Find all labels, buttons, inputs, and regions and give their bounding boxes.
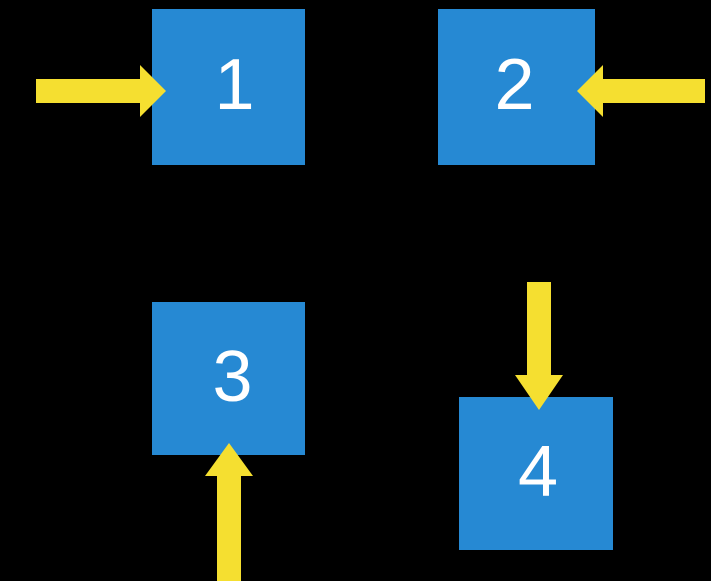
node-label-4: 4 [517, 431, 559, 512]
arrow-up-into-node-3 [205, 443, 253, 581]
node-box-1[interactable]: 1 [152, 9, 305, 165]
node-box-2[interactable]: 2 [438, 9, 595, 165]
node-label-1: 1 [214, 45, 255, 125]
node-box-3[interactable]: 3 [152, 302, 305, 455]
node-label-3: 3 [212, 336, 253, 417]
node-label-2: 2 [494, 45, 535, 125]
arrow-left-into-node-2 [577, 65, 705, 117]
arrow-right-into-node-1 [36, 65, 166, 117]
node-box-4[interactable]: 4 [459, 397, 613, 550]
arrow-down-into-node-4 [515, 282, 563, 410]
